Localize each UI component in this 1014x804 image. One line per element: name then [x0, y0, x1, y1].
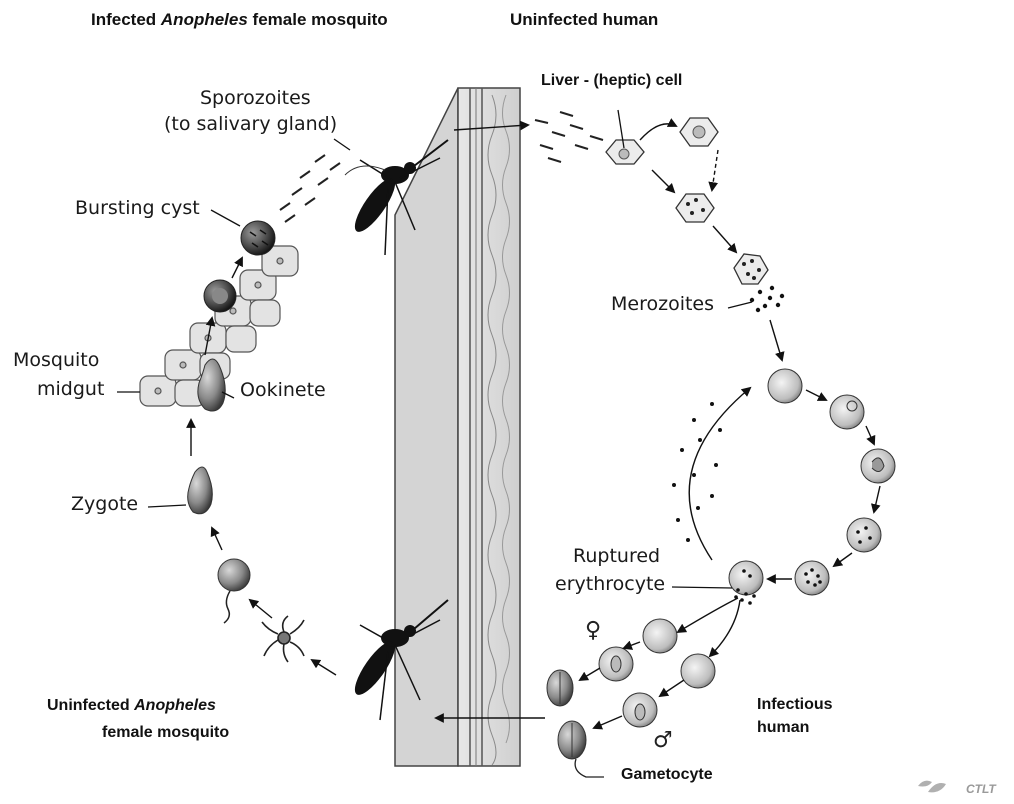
sporozoite-dashes-liver — [535, 112, 603, 162]
sporozoites-label-line2: (to salivary gland) — [164, 113, 337, 135]
infectious-human-label-line2: human — [757, 719, 809, 737]
ctlt-watermark: CTLT — [966, 782, 996, 796]
released-merozoites — [672, 402, 722, 542]
uninfected-mosquito-label-line1: Uninfected Anopheles — [47, 697, 216, 715]
bursting-cyst-shape — [241, 221, 275, 255]
sporozoite-dashes — [280, 155, 340, 222]
exflagellation — [262, 616, 304, 662]
ookinete-label: Ookinete — [240, 379, 326, 401]
oocyst-core — [212, 288, 228, 304]
ruptured-erythrocyte-label-line1: Ruptured — [573, 545, 660, 567]
header-uninfected-human: Uninfected human — [510, 10, 658, 30]
zygote-shape — [188, 467, 213, 514]
infectious-human-label-line1: Infectious — [757, 696, 833, 714]
ctlt-logo-mark — [918, 781, 946, 793]
skin-tissue-slab — [395, 88, 520, 766]
liver-stage — [606, 110, 784, 312]
female-symbol: ♀ — [585, 618, 601, 643]
gametocyte-label: Gametocyte — [621, 766, 713, 784]
gametocytes — [547, 619, 715, 777]
ruptured-erythrocyte-label-line2: erythrocyte — [555, 573, 665, 595]
gamete-tail — [224, 591, 230, 623]
male-symbol: ♂ — [653, 728, 673, 753]
merozoites-label: Merozoites — [611, 293, 714, 315]
bursting-cyst-label: Bursting cyst — [75, 197, 200, 219]
liver-arrows — [640, 124, 782, 360]
header-infected-mosquito: Infected Anopheles female mosquito — [91, 10, 388, 30]
erythrocytic-cycle — [729, 369, 895, 605]
mosquito-midgut-label-line2: midgut — [37, 378, 104, 400]
sporozoites-label-line1: Sporozoites — [200, 87, 311, 109]
mosquito-midgut-label-line1: Mosquito — [13, 349, 99, 371]
liver-cell-label: Liver - (heptic) cell — [541, 72, 682, 90]
zygote-label: Zygote — [71, 493, 138, 515]
uninfected-mosquito-label-line2: female mosquito — [102, 724, 229, 742]
gamete-sphere — [218, 559, 250, 591]
